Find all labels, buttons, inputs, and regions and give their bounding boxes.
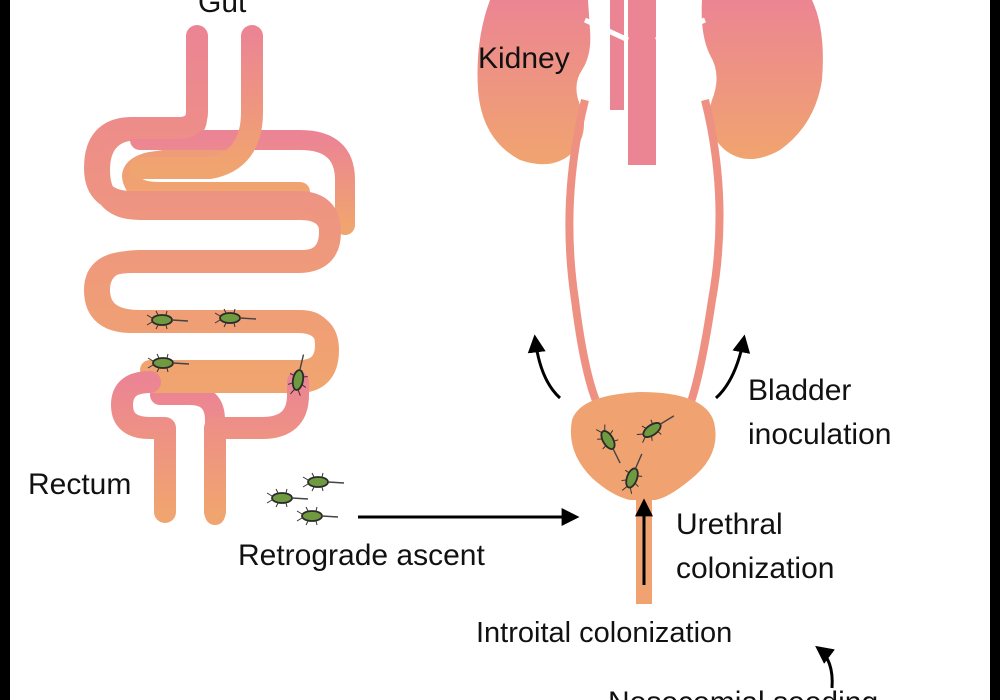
nosocomial-arrow [815, 645, 835, 689]
bladder-label-line2: inoculation [748, 418, 891, 451]
renal-vessel-right [655, 17, 706, 43]
aorta [628, 0, 656, 165]
kidney-label: Kidney [478, 42, 570, 75]
introital-label: Introital colonization [476, 617, 732, 649]
right-ureter [684, 99, 724, 412]
gut-intestine-shape [84, 25, 341, 523]
vena-cava [610, 0, 624, 110]
bladder-label-line1: Bladder [748, 374, 851, 407]
rectum-label: Rectum [28, 468, 131, 501]
bladder [570, 392, 716, 500]
urethral-label-line1: Urethral [676, 508, 783, 541]
gut-label: Gut [198, 0, 247, 19]
left-kidney [477, 0, 591, 165]
bladder-arrow-left [527, 334, 562, 400]
renal-vessel-left [583, 17, 630, 43]
retrograde-ascent-label: Retrograde ascent [238, 539, 485, 572]
urethral-label-line2: colonization [676, 552, 834, 585]
nosocomial-label: Nosocomial seeding [608, 686, 878, 700]
left-ureter [565, 99, 604, 412]
right-kidney [701, 0, 823, 159]
frame-left [0, 0, 10, 700]
frame-right [990, 0, 1000, 700]
bladder-arrow-right [714, 334, 751, 400]
